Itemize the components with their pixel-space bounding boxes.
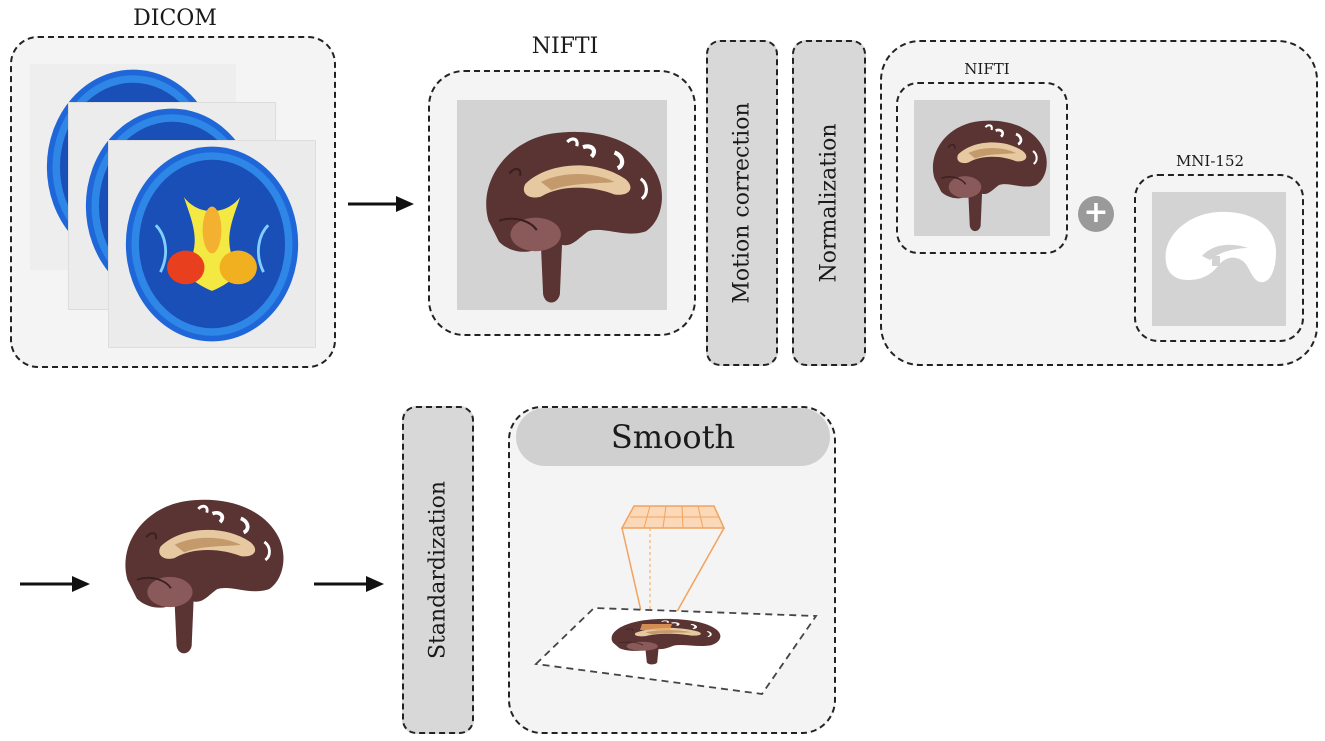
nifti-panel: [428, 70, 696, 336]
standardization-label: Standardization: [425, 480, 451, 660]
dicom-panel: [10, 36, 336, 368]
plus-icon: +: [1078, 196, 1114, 232]
normalization-label: Normalization: [816, 123, 842, 283]
mni-template-image: [1152, 192, 1286, 326]
group-nifti-image: [914, 100, 1050, 236]
smoothing-kernel-diagram: [534, 505, 818, 695]
brain-output-image: [98, 490, 308, 660]
image-plane: [534, 607, 818, 695]
motion-correction-step: Motion correction: [706, 40, 778, 366]
standardization-step: Standardization: [402, 406, 474, 734]
arrow-right-icon: [20, 576, 90, 592]
dicom-title: DICOM: [133, 6, 217, 31]
smooth-header: Smooth: [516, 408, 830, 466]
group-nifti-box: [896, 82, 1068, 254]
smooth-panel: Smooth: [508, 406, 836, 734]
nifti-image: [457, 100, 667, 310]
normalization-group-panel: NIFTI + MNI-152: [880, 40, 1318, 366]
kernel-grid: [620, 505, 726, 529]
plus-symbol: +: [1083, 195, 1109, 230]
mni-template-label: MNI-152: [1175, 152, 1245, 170]
motion-correction-label: Motion correction: [729, 102, 755, 304]
normalization-step: Normalization: [792, 40, 866, 366]
arrow-right-icon: [314, 576, 384, 592]
smooth-title: Smooth: [610, 418, 736, 456]
mni-template-box: [1134, 174, 1304, 342]
group-nifti-label: NIFTI: [964, 60, 1010, 78]
arrow-right-icon: [348, 196, 414, 212]
dicom-slice-3: [108, 140, 316, 348]
nifti-title: NIFTI: [531, 34, 599, 59]
